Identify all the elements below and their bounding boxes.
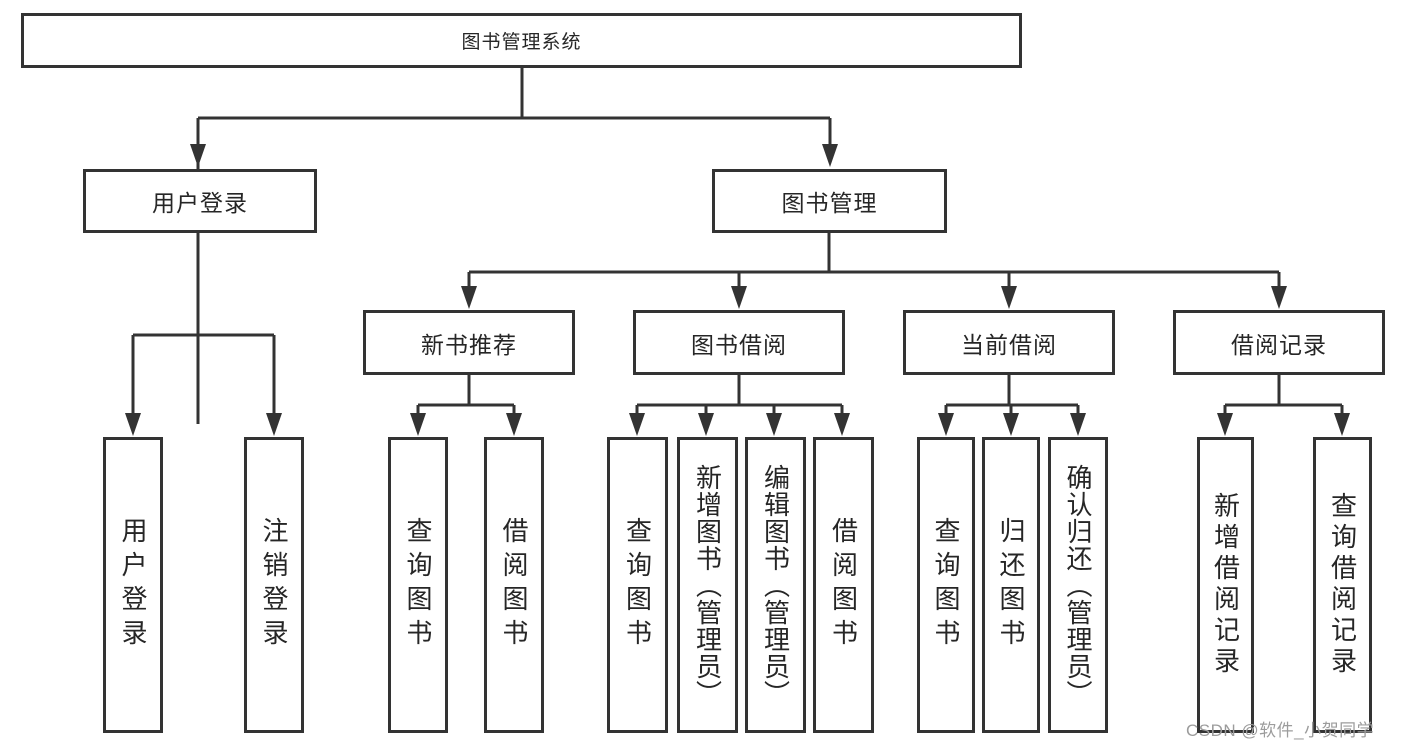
arrowhead (1271, 286, 1287, 309)
arrowhead (410, 413, 426, 436)
arrowhead (1334, 413, 1350, 436)
node-new-book-recommendation: 新书推荐 (363, 310, 575, 375)
leaf-query-books-3: 查询图书 (917, 437, 975, 733)
arrowhead (1217, 413, 1233, 436)
leaf-label: 用户登录 (118, 517, 148, 653)
arrowhead (125, 413, 141, 436)
leaf-label: 查询图书 (931, 517, 961, 653)
arrowhead (1001, 286, 1017, 309)
leaf-add-books-admin: 新增图书（管理员） (677, 437, 738, 733)
arrowhead (266, 413, 282, 436)
node-label: 新书推荐 (421, 331, 517, 358)
leaf-edit-books-admin: 编辑图书（管理员） (745, 437, 806, 733)
leaf-query-books-1: 查询图书 (388, 437, 448, 733)
node-book-borrowing: 图书借阅 (633, 310, 845, 375)
arrowhead (1003, 413, 1019, 436)
leaf-label: 归还图书 (996, 517, 1026, 653)
arrowhead (938, 413, 954, 436)
leaf-label: 查询图书 (403, 517, 433, 653)
leaf-query-borrow-record: 查询借阅记录 (1313, 437, 1372, 733)
arrowhead (766, 413, 782, 436)
node-book-management: 图书管理 (712, 169, 947, 233)
node-label: 用户登录 (152, 190, 248, 216)
arrowhead (731, 286, 747, 309)
node-library-management-system: 图书管理系统 (21, 13, 1022, 68)
node-label: 图书管理系统 (461, 32, 582, 53)
arrowhead (506, 413, 522, 436)
leaf-label: 查询借阅记录 (1327, 492, 1358, 678)
arrowhead (834, 413, 850, 436)
csdn-watermark: CSDN @软件_小贺同学 (1186, 721, 1375, 740)
leaf-label: 借阅图书 (828, 517, 859, 653)
arrowhead (698, 413, 714, 436)
arrowhead (629, 413, 645, 436)
arrowhead (1070, 413, 1086, 436)
arrowheads (125, 144, 1350, 436)
leaf-logout: 注销登录 (244, 437, 304, 733)
leaf-label: 借阅图书 (499, 517, 529, 653)
connector-bookmgmt-to-level3 (467, 233, 1281, 296)
connector-newbookrec-to-leaves (416, 375, 516, 424)
leaf-label: 新增借阅记录 (1210, 492, 1241, 678)
arrowhead (461, 286, 477, 309)
leaf-label: 编辑图书（管理员） (760, 463, 791, 707)
node-label: 当前借阅 (961, 331, 1057, 358)
leaf-add-borrow-record: 新增借阅记录 (1197, 437, 1254, 733)
leaf-query-books-2: 查询图书 (607, 437, 668, 733)
arrowhead (822, 144, 838, 167)
connector-borrowrecords-to-leaves (1223, 375, 1344, 424)
leaf-confirm-return-admin: 确认归还（管理员） (1048, 437, 1108, 733)
node-user-login: 用户登录 (83, 169, 317, 233)
leaf-label: 查询图书 (622, 517, 653, 653)
leaf-borrow-books-1: 借阅图书 (484, 437, 544, 733)
leaf-return-books: 归还图书 (982, 437, 1040, 733)
node-borrowing-records: 借阅记录 (1173, 310, 1385, 375)
connector-bookborrow-to-leaves (635, 375, 844, 424)
node-label: 图书管理 (781, 190, 878, 216)
leaf-user-login: 用户登录 (103, 437, 163, 733)
connector-userlogin-to-leaves (131, 233, 276, 424)
leaf-label: 确认归还（管理员） (1063, 463, 1093, 707)
node-current-borrowing: 当前借阅 (903, 310, 1115, 375)
node-label: 图书借阅 (691, 331, 787, 358)
node-label: 借阅记录 (1231, 331, 1327, 358)
leaf-label: 新增图书（管理员） (692, 463, 723, 707)
arrowhead (190, 144, 206, 167)
connector-root-to-level2-stems (196, 118, 832, 152)
connector-root-to-level2 (196, 68, 832, 424)
leaf-borrow-books-2: 借阅图书 (813, 437, 874, 733)
leaf-label: 注销登录 (259, 517, 289, 653)
